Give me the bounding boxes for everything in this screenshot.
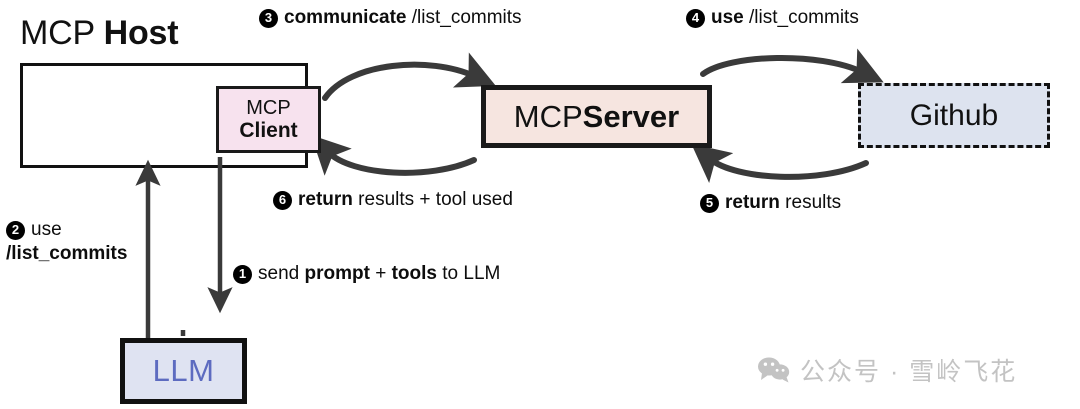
llm-label: LLM	[152, 353, 215, 388]
mcp-server-label-bold: Server	[582, 98, 680, 134]
github-label: Github	[909, 98, 999, 132]
mcp-host-title-plain: MCP	[20, 14, 104, 52]
mcp-client-box: MCP Client	[216, 86, 321, 153]
mcp-server-box: MCP Server	[481, 85, 712, 148]
watermark-text: 公众号 · 雪岭飞花	[800, 358, 1018, 386]
arrow-client-to-server	[322, 52, 496, 101]
watermark: 公众号 · 雪岭飞花	[757, 352, 1017, 388]
step-3-number: 3	[259, 8, 278, 28]
step-4-number: 4	[686, 8, 705, 28]
step-2-text-line1: use	[31, 219, 62, 240]
mcp-client-label-line1: MCP	[246, 96, 291, 119]
step-2-text-line2: /list_commits	[6, 243, 128, 264]
mcp-host-title-bold: Host	[103, 14, 179, 52]
step-6-label: 6 return results + tool used	[273, 189, 513, 211]
step-1-number: 1	[233, 264, 252, 284]
step-4-text: use /list_commits	[711, 7, 859, 28]
step-5-text: return results	[725, 192, 842, 213]
wechat-icon	[758, 357, 790, 383]
step-2-label: 2 use /list_commits	[6, 219, 127, 265]
step-3-label: 3 communicate /list_commits	[259, 7, 522, 29]
mcp-client-label-line2: Client	[239, 118, 298, 142]
step-3-text: communicate /list_commits	[284, 7, 522, 28]
step-6-number: 6	[273, 190, 292, 210]
github-box: Github	[858, 83, 1050, 148]
step-2-number: 2	[6, 220, 25, 240]
llm-box: LLM	[120, 338, 247, 404]
arrow-server-to-github	[700, 48, 884, 84]
arrow-github-to-server	[691, 143, 869, 183]
step-5-label: 5 return results	[700, 192, 841, 214]
step-5-number: 5	[700, 193, 719, 213]
mcp-host-title: MCP Host	[20, 14, 179, 53]
step-4-label: 4 use /list_commits	[686, 7, 859, 29]
arrow-server-to-client	[311, 135, 477, 176]
mcp-server-label-plain: MCP	[513, 98, 583, 134]
step-1-label: 1 send prompt + tools to LLM	[233, 263, 500, 285]
step-6-text: return results + tool used	[298, 189, 513, 210]
step-1-text: send prompt + tools to LLM	[258, 263, 501, 284]
